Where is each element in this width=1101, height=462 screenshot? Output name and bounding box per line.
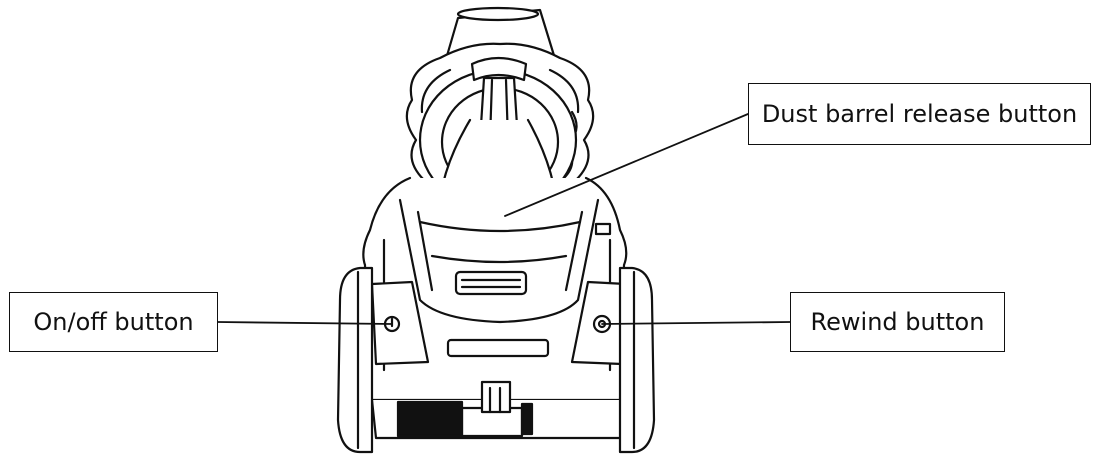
on-off-text: On/off button <box>33 308 194 336</box>
right-wheel <box>618 266 656 454</box>
leader-on-off <box>217 321 393 325</box>
left-wheel <box>336 266 374 454</box>
leader-lines <box>217 113 791 325</box>
rewind-label: Rewind button <box>790 292 1005 352</box>
dust-barrel-release-label: Dust barrel release button <box>748 83 1091 145</box>
rewind-text: Rewind button <box>810 308 985 336</box>
center-grill <box>446 270 550 358</box>
leader-rewind <box>601 321 791 325</box>
dust-barrel-release-text: Dust barrel release button <box>761 100 1078 128</box>
left-button-panel <box>370 280 430 366</box>
on-off-label: On/off button <box>9 292 218 352</box>
bottom-tray <box>370 380 628 440</box>
leader-dust-barrel <box>504 113 749 217</box>
